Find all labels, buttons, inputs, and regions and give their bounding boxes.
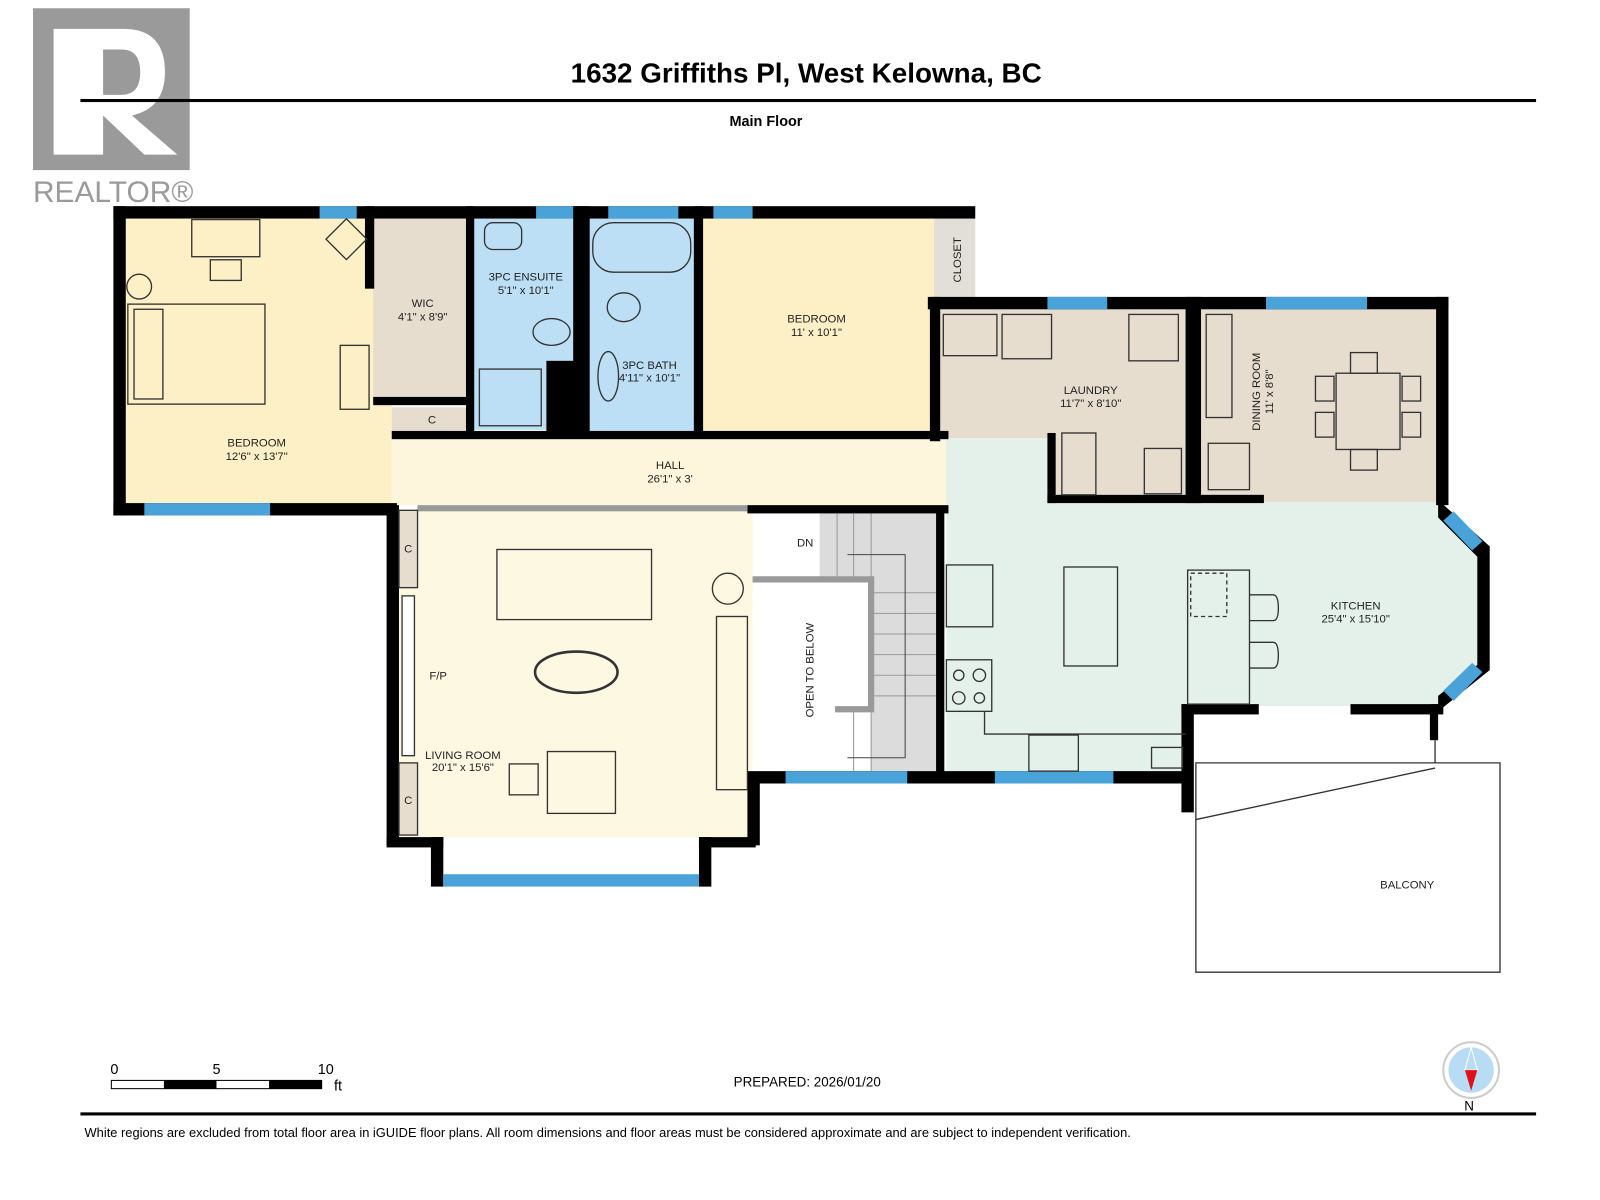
disclaimer: White regions are excluded from total fl…: [85, 1125, 1131, 1140]
laundry-name: LAUNDRY: [1064, 385, 1118, 397]
scale-label: 0: [110, 1062, 118, 1078]
header-rule: [80, 98, 1537, 103]
kitchen-area: [946, 438, 1485, 779]
coffee-table: [533, 650, 619, 695]
living-dims: 20'1" x 15'6": [432, 762, 494, 774]
scale-label: 10: [318, 1062, 334, 1078]
bedroom-2-name: BEDROOM: [787, 314, 846, 326]
balcony-label: BALCONY: [1380, 880, 1435, 892]
realtor-logo: REALTOR®: [32, 8, 193, 209]
closet-c-label: C: [404, 795, 412, 807]
scale-bar: 0 5 10 ft: [110, 1062, 342, 1094]
bedroom-2-area: [701, 216, 935, 431]
windows: [144, 206, 1483, 887]
wic-dims: 4'1" x 8'9": [398, 312, 448, 324]
ensuite-dims: 5'1" x 10'1": [498, 285, 554, 297]
open-below-area: [752, 579, 872, 776]
floor-label: Main Floor: [730, 114, 803, 130]
armchair: [546, 750, 617, 815]
page-title: 1632 Griffiths Pl, West Kelowna, BC: [571, 57, 1042, 88]
shower: [478, 368, 542, 427]
living-name: LIVING ROOM: [425, 750, 501, 762]
bedroom-main-name: BEDROOM: [227, 437, 286, 449]
closet-c-label: C: [404, 544, 412, 556]
scale-unit: ft: [334, 1079, 342, 1095]
hall-name: HALL: [656, 460, 684, 472]
prepared-date: PREPARED: 2026/01/20: [734, 1075, 881, 1090]
open-below-label: OPEN TO BELOW: [804, 622, 816, 717]
toilet: [532, 317, 571, 347]
bedroom-2-dims: 11' x 10'1": [791, 327, 842, 339]
kitchen-name: KITCHEN: [1331, 600, 1381, 612]
desk: [191, 218, 261, 258]
balcony-outline: [1195, 762, 1501, 973]
logo-text: REALTOR®: [33, 176, 193, 209]
sofa: [496, 548, 653, 621]
bath-dims: 4'11" x 10'1": [619, 372, 680, 384]
bed: [127, 303, 266, 405]
kitchen-sink: [1028, 734, 1080, 772]
scale-label: 5: [212, 1062, 220, 1078]
stairs: [836, 512, 942, 774]
room-fills: [115, 211, 1485, 838]
bedroom-main-dims: 12'6" x 13'7": [226, 451, 288, 463]
kitchen-island: [1063, 566, 1119, 667]
living-area: [396, 510, 753, 838]
furniture: [126, 217, 1501, 973]
bathtub: [592, 222, 692, 273]
stove: [945, 659, 993, 713]
footer-rule: [80, 1112, 1537, 1116]
hall-dims: 26'1" x 3': [647, 473, 693, 485]
north-label: N: [1464, 1098, 1474, 1113]
ensuite-name: 3PC ENSUITE: [489, 271, 564, 283]
closet-area: [934, 218, 976, 302]
room-labels: BEDROOM 12'6" x 13'7" WIC 4'1" x 8'9" 3P…: [226, 237, 1435, 892]
dining-name: DINING ROOM: [1251, 353, 1263, 431]
north-compass-icon: N: [1442, 1041, 1500, 1113]
sink: [483, 222, 523, 251]
bath-name: 3PC BATH: [622, 360, 677, 372]
closet-c-label: C: [428, 415, 436, 427]
stairs-down-label: DN: [797, 537, 813, 549]
laundry-dims: 11'7" x 8'10": [1060, 398, 1121, 410]
closet-c-area: [391, 407, 470, 433]
stair-railing: [752, 576, 875, 713]
wic-area: [373, 216, 470, 405]
hall-area: [391, 438, 949, 506]
closet-label: CLOSET: [952, 237, 964, 282]
kitchen-dims: 25'4" x 15'10": [1321, 614, 1389, 626]
dining-dims: 11' x 8'8": [1264, 369, 1276, 414]
laundry-area: [938, 304, 1186, 495]
dining-area: [1195, 307, 1439, 503]
wic-name: WIC: [412, 298, 434, 310]
bath-area: [587, 216, 694, 431]
fireplace-label: F/P: [429, 670, 447, 682]
bedroom-main-area: [115, 211, 392, 513]
